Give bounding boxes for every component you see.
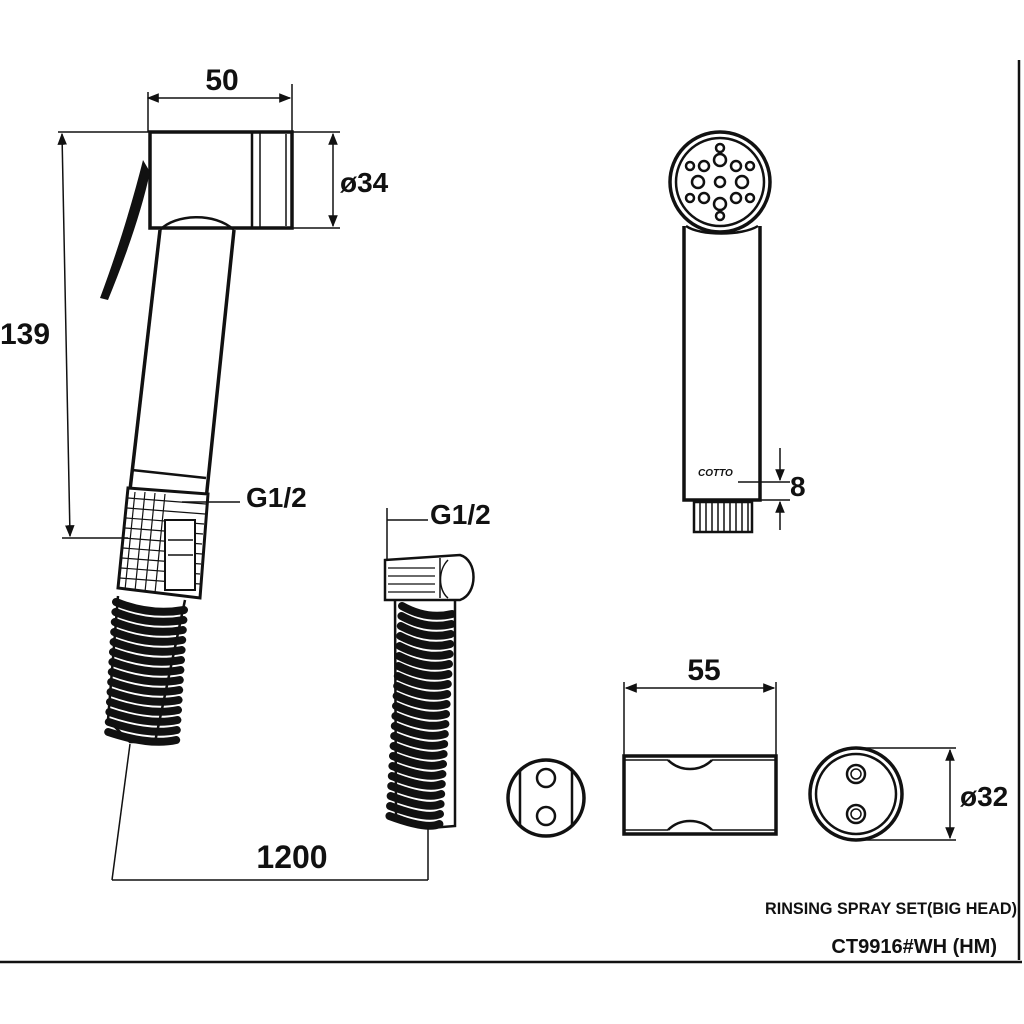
dimension-height-139: 139	[0, 131, 150, 539]
dimension-label-55: 55	[687, 654, 720, 687]
thread-label-spray: G1/2	[246, 482, 307, 513]
product-name: RINSING SPRAY SET(BIG HEAD)	[765, 899, 1017, 918]
hose-end-coils	[385, 602, 456, 830]
dimension-label-8: 8	[790, 471, 806, 502]
dimension-hose-length-1200: 1200	[111, 743, 429, 881]
holder-side-view	[622, 754, 778, 836]
dimension-label-d34: ø34	[340, 167, 389, 198]
thread-label-hose: G1/2	[430, 499, 491, 530]
hose-end-view	[383, 553, 475, 830]
dimension-label-1200: 1200	[256, 839, 327, 875]
dimension-label-50: 50	[205, 64, 238, 97]
dimension-holder-diameter: ø32	[856, 747, 1008, 841]
thread-callout-hose: G1/2	[386, 499, 491, 560]
spray-gun-side-view	[100, 130, 294, 746]
model-code: CT9916#WH (HM)	[831, 936, 997, 958]
dimension-label-139: 139	[0, 318, 50, 351]
spray-nozzles	[684, 142, 756, 222]
holder-front-view	[808, 746, 904, 842]
thread-callout-spray: G1/2	[182, 482, 307, 513]
spray-gun-front-view: COTTO	[668, 130, 772, 534]
brand-mark: COTTO	[698, 468, 733, 479]
dimension-head-diameter: ø34	[292, 131, 389, 229]
dimension-holder-width-55: 55	[623, 654, 777, 756]
dimension-label-d32: ø32	[960, 781, 1008, 812]
holder-left-view	[506, 758, 586, 838]
dimension-width-50: 50	[146, 64, 293, 132]
spray-hose-coils	[104, 598, 188, 746]
dimension-offset-8: 8	[738, 448, 806, 530]
